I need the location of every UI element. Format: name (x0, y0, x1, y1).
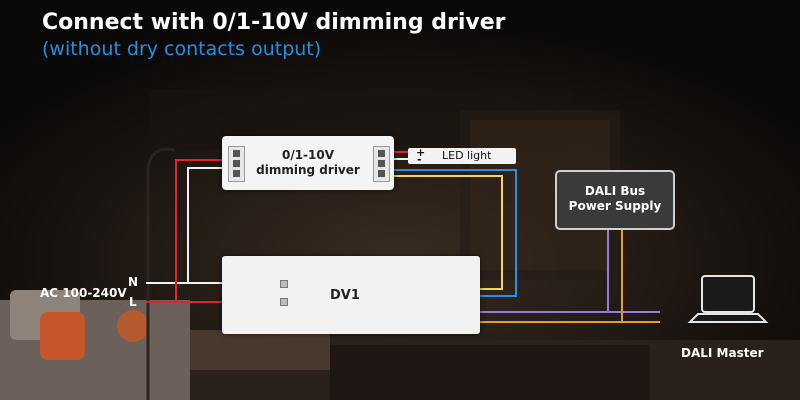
dv1-terminal-1 (280, 280, 288, 288)
psu-label: DALI Bus Power Supply (561, 184, 669, 214)
led-plus-sign: + (416, 146, 426, 159)
wire-driver-n (187, 167, 230, 283)
page-title: Connect with 0/1-10V dimming driver (42, 10, 506, 35)
driver-output-terminal (373, 146, 390, 182)
dv1-terminal-2 (280, 298, 288, 306)
psu-label-line2: Power Supply (568, 199, 662, 213)
dali-master-label: DALI Master (681, 346, 764, 360)
dv1-label: DV1 (330, 288, 360, 303)
laptop-icon (687, 275, 769, 323)
page-subtitle: (without dry contacts output) (42, 38, 322, 60)
driver-input-terminal (228, 146, 245, 182)
ac-voltage-label: AC 100-240V (40, 286, 127, 300)
vase-shape (117, 310, 149, 342)
floor-lamp (146, 147, 176, 400)
dali-power-supply-box: DALI Bus Power Supply (555, 170, 675, 230)
wire-driver-l (175, 159, 230, 302)
led-minus-sign: - (417, 153, 422, 166)
led-light-label: LED light (442, 149, 492, 162)
driver-label-line2: dimming driver (256, 163, 360, 177)
dimming-driver-box: 0/1-10V dimming driver (222, 136, 394, 190)
psu-label-line1: DALI Bus (584, 184, 646, 198)
led-light-label-box: + - LED light (408, 146, 516, 166)
ac-n-label: N (128, 275, 139, 289)
cushion-shape (40, 312, 85, 360)
driver-label-line1: 0/1-10V (281, 148, 335, 162)
driver-label: 0/1-10V dimming driver (252, 148, 364, 178)
ac-l-label: L (129, 295, 137, 309)
dv1-device: DV1 (222, 256, 480, 334)
